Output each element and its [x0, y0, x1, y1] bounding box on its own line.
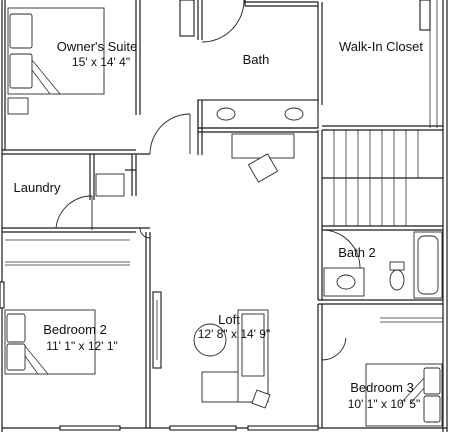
bedroom2-name: Bedroom 2 — [43, 322, 107, 337]
loft-desk — [231, 133, 295, 183]
bath2-name: Bath 2 — [338, 245, 376, 260]
laundry-name: Laundry — [14, 180, 61, 195]
stairs — [333, 130, 419, 226]
bedroom3-name: Bedroom 3 — [350, 380, 414, 395]
bedroom2-bed — [4, 309, 96, 375]
loft-dims: 12' 8" x 14' 9" — [198, 327, 270, 341]
bedroom3-dims: 10' 1" x 10' 5" — [348, 397, 420, 411]
bedroom3-bed — [365, 363, 443, 427]
laundry-machines — [95, 173, 125, 197]
walk-in-closet-name: Walk-In Closet — [339, 39, 423, 54]
bath-name: Bath — [243, 52, 270, 67]
owners-suite-bed — [7, 7, 105, 115]
bedroom2-dims: 11' 1" x 12' 1" — [46, 339, 118, 353]
owners-suite-dims: 15' x 14' 4" — [72, 55, 130, 69]
loft-name: Loft — [218, 312, 240, 327]
owners-suite-name: Owner's Suite — [57, 39, 138, 54]
loft-furniture — [193, 309, 271, 409]
room-labels: Owner's Suite 15' x 14' 4" Bath Walk-In … — [14, 39, 424, 411]
